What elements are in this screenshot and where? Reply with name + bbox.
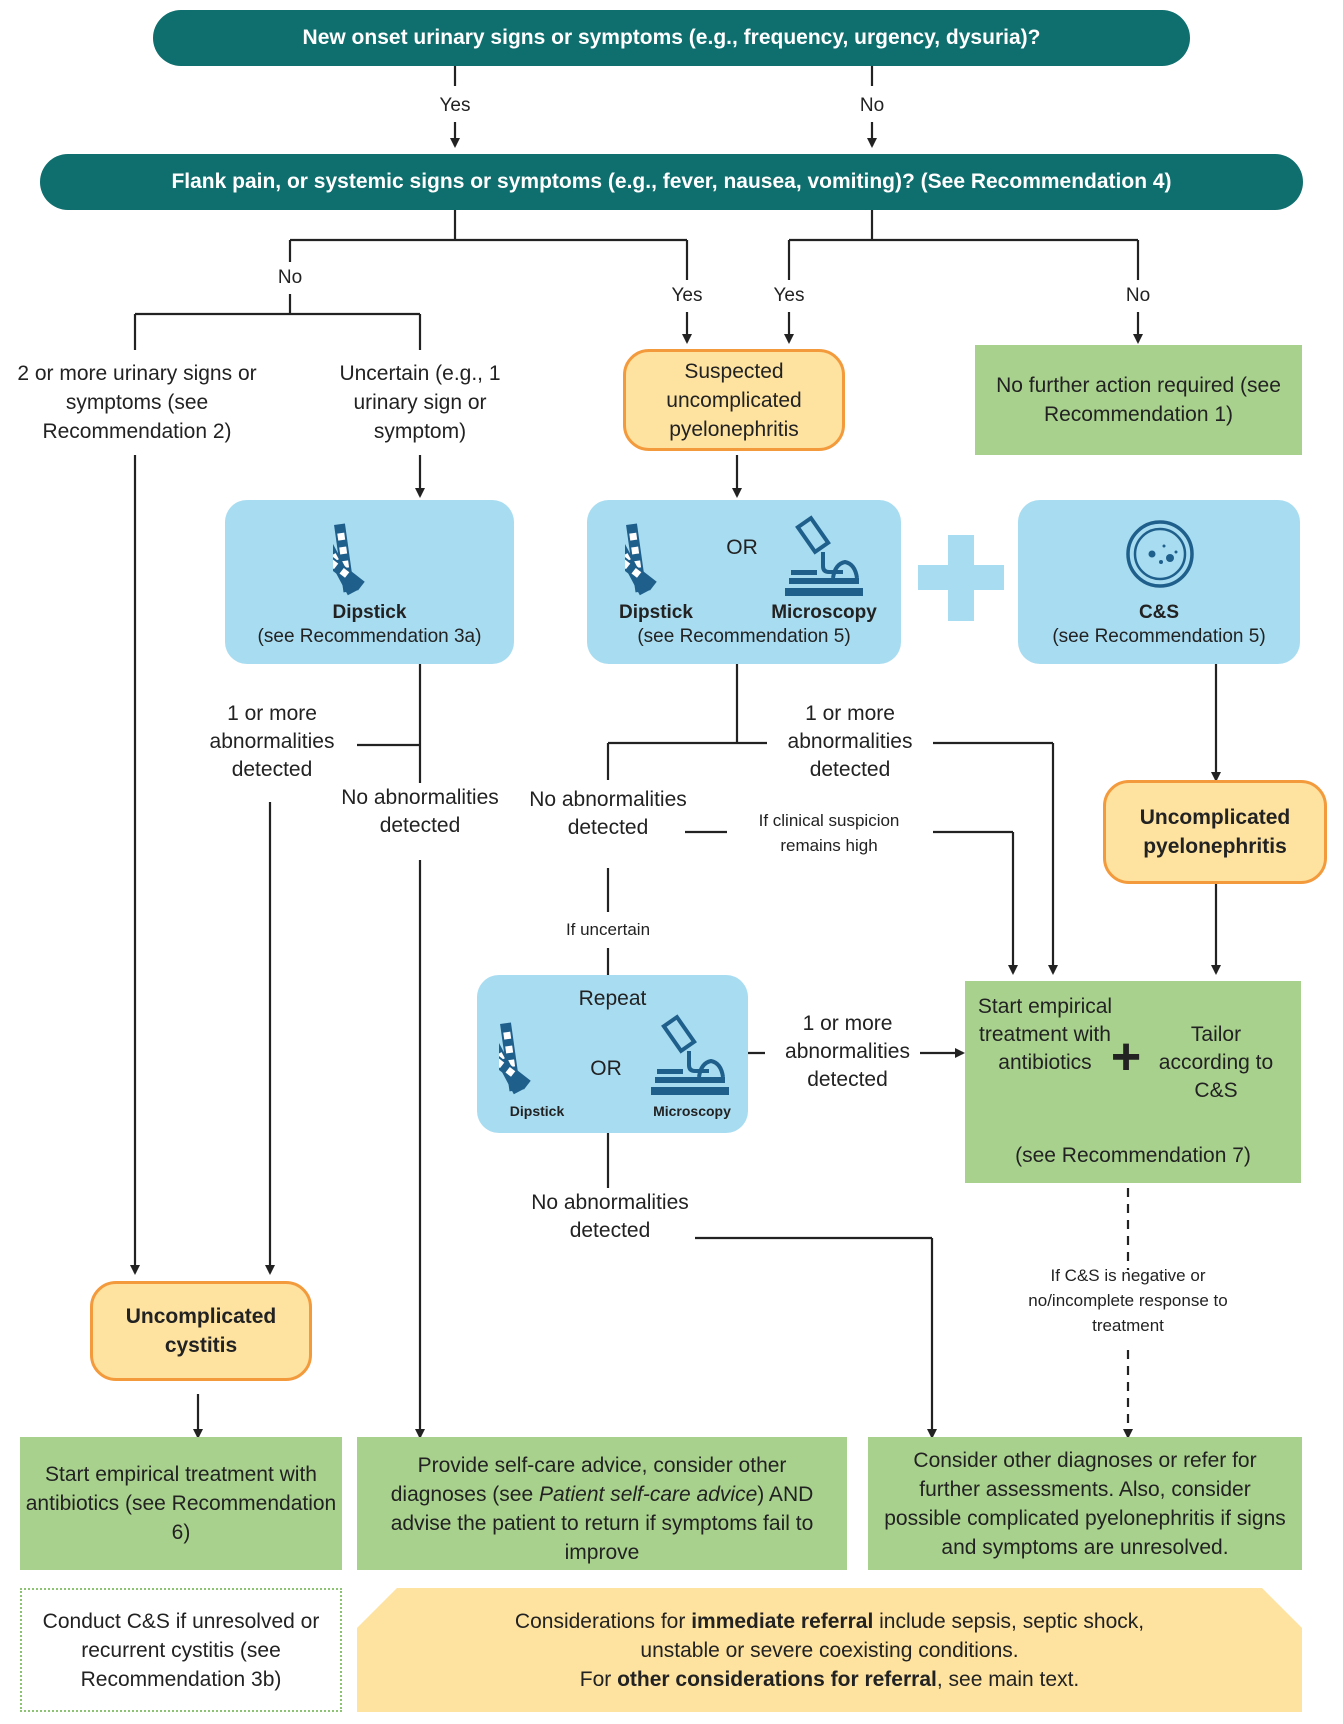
left-abnormalities-label: 1 or more abnormalities detected	[209, 702, 335, 781]
repeat-or-label: OR	[590, 1057, 622, 1080]
cs-title: C&S	[1138, 602, 1180, 623]
left-no-abnormalities-label: No abnormalities detected	[341, 786, 499, 837]
petri-dish-icon	[1126, 520, 1194, 588]
q1-yes-label: Yes	[439, 95, 471, 116]
uncomplicated-pyelonephritis-box: Uncomplicated pyelonephritis	[1103, 780, 1327, 884]
suspected-pyelonephritis-box: Suspected uncomplicated pyelonephritis	[623, 349, 845, 451]
dipstick-label: Dipstick	[619, 602, 693, 623]
immediate-referral-text: immediate referral	[691, 1609, 874, 1633]
cs-ref: (see Recommendation 5)	[1052, 626, 1266, 647]
referral-text: , see main text.	[936, 1667, 1080, 1691]
no-further-action-box: No further action required (see Recommen…	[975, 345, 1302, 455]
dipstick-title: Dipstick	[332, 602, 407, 623]
self-care-box: Provide self-care advice, consider other…	[357, 1437, 847, 1570]
mid-box-ref: (see Recommendation 5)	[637, 626, 851, 647]
dipstick-icon	[499, 1022, 531, 1095]
q2-left-yes-label: Yes	[671, 285, 703, 306]
referral-text: For	[579, 1667, 618, 1691]
dipstick-icon	[625, 523, 657, 596]
self-care-text-1: Provide self-care advice, consider other…	[390, 1454, 787, 1506]
if-cs-negative-label: If C&S is negative or no/incomplete resp…	[1028, 1266, 1228, 1335]
start-empirical-treatment-box: Start empirical treatment with antibioti…	[20, 1437, 342, 1570]
q2-right-no-label: No	[1125, 285, 1151, 306]
microscopy-label: Microscopy	[771, 602, 877, 623]
referral-text: include sepsis, septic shock,	[873, 1609, 1145, 1633]
microscope-icon	[785, 515, 863, 596]
uncomplicated-cystitis-box: Uncomplicated cystitis	[90, 1281, 312, 1381]
repeat-title: Repeat	[578, 987, 647, 1010]
repeat-no-abnormalities-label: No abnormalities detected	[531, 1191, 689, 1242]
referral-banner-shape	[357, 1588, 1302, 1712]
self-care-link-text: Patient self-care advice	[538, 1483, 758, 1506]
other-referral-text: other considerations for referral	[617, 1667, 937, 1691]
start-empirical-label: Start empirical treatment with antibioti…	[977, 995, 1113, 1074]
self-care-text-2: ) AND advise the patient to return if sy…	[390, 1483, 814, 1564]
q1-no-label: No	[859, 95, 885, 116]
repeat-dipstick-label: Dipstick	[509, 1103, 565, 1119]
plus-sign: +	[1110, 1028, 1142, 1086]
tailor-label: Tailor according to C&S	[1158, 1023, 1274, 1102]
mid-no-abnormalities-label: No abnormalities detected	[529, 788, 687, 839]
question-urinary-onset: New onset urinary signs or symptoms (e.g…	[153, 10, 1190, 66]
treatment-box: Start empirical treatment with antibioti…	[965, 981, 1301, 1183]
cs-box: C&S (see Recommendation 5)	[1018, 500, 1300, 664]
consider-other-diagnoses-box: Consider other diagnoses or refer for fu…	[868, 1437, 1302, 1570]
if-uncertain-label: If uncertain	[565, 920, 651, 939]
q2-right-yes-label: Yes	[773, 285, 805, 306]
dipstick-ref: (see Recommendation 3a)	[257, 626, 482, 647]
microscope-icon	[651, 1014, 729, 1095]
conduct-cs-box: Conduct C&S if unresolved or recurrent c…	[20, 1588, 342, 1712]
referral-banner: Considerations for immediate referral in…	[357, 1588, 1302, 1712]
or-label: OR	[726, 536, 758, 559]
two-or-more-symptoms: 2 or more urinary signs or symptoms (see…	[17, 362, 257, 443]
dipstick-icon	[333, 523, 365, 596]
q2-left-no-label: No	[277, 267, 303, 288]
question-flank-pain: Flank pain, or systemic signs or symptom…	[40, 154, 1303, 210]
referral-text: Considerations for	[514, 1609, 692, 1633]
repeat-abnormalities-label: 1 or more abnormalities detected	[785, 1012, 910, 1091]
treatment-ref: (see Recommendation 7)	[1015, 1144, 1251, 1167]
repeat-test-box: Repeat OR Dipstick Microscopy	[477, 975, 748, 1133]
if-clinical-suspicion-label: If clinical suspicion remains high	[758, 811, 900, 855]
dipstick-box: Dipstick (see Recommendation 3a)	[225, 500, 514, 664]
referral-text: unstable or severe coexisting conditions…	[640, 1638, 1019, 1662]
dipstick-or-microscopy-box: OR Dipstick Microscopy (see Recommendati…	[587, 500, 901, 664]
repeat-microscopy-label: Microscopy	[653, 1103, 731, 1119]
uncertain-symptoms: Uncertain (e.g., 1 urinary sign or sympt…	[339, 362, 501, 443]
mid-abnormalities-label: 1 or more abnormalities detected	[787, 702, 913, 781]
